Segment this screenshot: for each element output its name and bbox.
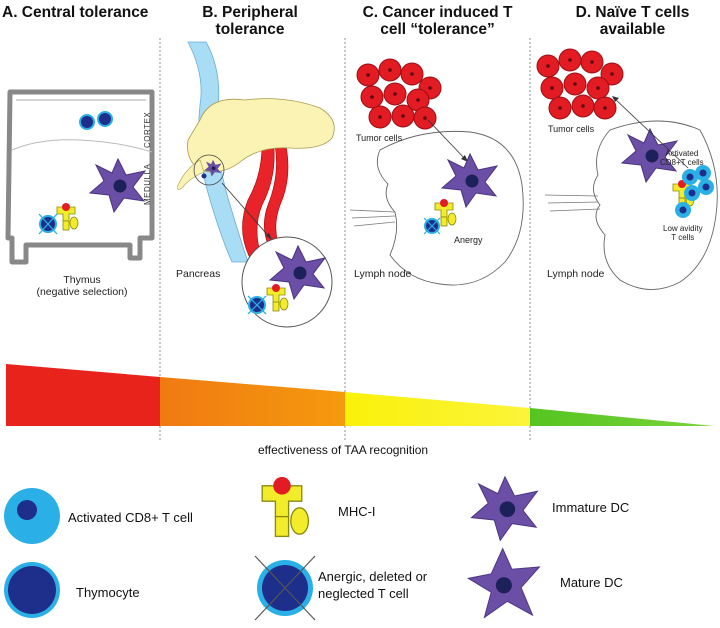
panel-b-title-line1: B. Peripheral: [202, 4, 298, 21]
thymus-illustration: [5, 89, 155, 265]
tumor-cluster-d: [536, 48, 624, 120]
gradient-yellow: [345, 392, 530, 426]
gradient-orange: [160, 377, 345, 426]
tumor-cells-label-c: Tumor cells: [356, 133, 403, 143]
legend-mhc-i: MHC-I: [338, 504, 376, 519]
low-avidity-tcell: [675, 202, 691, 218]
tumor-arrow-c: [427, 119, 467, 161]
legend-anergic-line1: Anergic, deleted or: [318, 569, 428, 584]
gradient-red: [6, 364, 160, 426]
thymus-label: Thymus (negative selection): [12, 274, 152, 298]
panel-d-title: D. Naïve T cells available: [545, 4, 720, 38]
anergic-tcell-zoom: [247, 295, 267, 315]
cortex-label: CORTEX: [143, 111, 152, 148]
legend-immature-dc: Immature DC: [552, 500, 630, 515]
mature-dc-icon: [466, 547, 541, 619]
anergic-tcell-icon: [254, 555, 316, 621]
panel-c-illustration: [349, 58, 524, 286]
pancreas-illustration: [177, 41, 335, 328]
activated-arrow: [613, 97, 689, 169]
activated-cd8-cluster: [682, 165, 714, 201]
panel-a-title-line1: A. Central tolerance: [2, 4, 149, 21]
pancreas-label: Pancreas: [176, 268, 221, 280]
legend-mature-dc: Mature DC: [560, 575, 623, 590]
thymus-label-line2: (negative selection): [36, 286, 128, 298]
immature-dc-icon: [470, 475, 539, 542]
mhc-i-icon: [261, 477, 310, 538]
tumor-cluster-c: [356, 58, 442, 130]
legend-thymocyte: Thymocyte: [76, 585, 140, 600]
lymph-node-label-c: Lymph node: [354, 268, 412, 280]
panel-b-title: B. Peripheral tolerance: [170, 4, 330, 38]
tumor-cells-label-d: Tumor cells: [548, 124, 595, 134]
activated-line2: CD8+T cells: [660, 158, 704, 167]
anergy-label: Anergy: [454, 235, 483, 245]
thymocyte-nucleus: [81, 116, 93, 128]
panel-c-title-line1: C. Cancer induced T: [362, 4, 513, 21]
gradient-green: [530, 408, 714, 426]
legend-icons: [4, 475, 541, 621]
legend-anergic-line2: neglected T cell: [318, 586, 409, 601]
panel-c-title: C. Cancer induced T cell “tolerance”: [350, 4, 525, 38]
medulla-label: MEDULLA: [143, 163, 152, 205]
panel-d-title-line2: available: [599, 21, 666, 38]
anergic-tcell-c: [423, 217, 441, 235]
thymocyte-nucleus: [99, 113, 111, 125]
zoom-arrow: [221, 182, 273, 241]
low-avidity-line1: Low avidity: [663, 224, 703, 233]
panel-c-title-line2: cell “tolerance”: [380, 21, 495, 38]
panel-d-illustration: [536, 48, 718, 290]
activated-line1: Activated: [665, 149, 699, 158]
low-avidity-label: Low avidity T cells: [663, 224, 703, 242]
anergic-thymocyte: [38, 213, 58, 235]
gradient-wedge: [6, 364, 714, 426]
gradient-label: effectiveness of TAA recognition: [258, 443, 429, 457]
legend-activated-cd8: Activated CD8+ T cell: [68, 510, 193, 525]
lymph-node-label-d: Lymph node: [547, 268, 605, 280]
panel-a-title: A. Central tolerance: [2, 4, 162, 21]
thymus-label-line1: Thymus: [63, 274, 101, 286]
legend-anergic: Anergic, deleted or neglected T cell: [318, 568, 427, 602]
activated-cd8-label: Activated CD8+T cells: [660, 149, 704, 167]
panel-d-title-line1: D. Naïve T cells: [575, 4, 690, 21]
panel-b-title-line2: tolerance: [215, 21, 285, 38]
low-avidity-line2: T cells: [671, 233, 695, 242]
